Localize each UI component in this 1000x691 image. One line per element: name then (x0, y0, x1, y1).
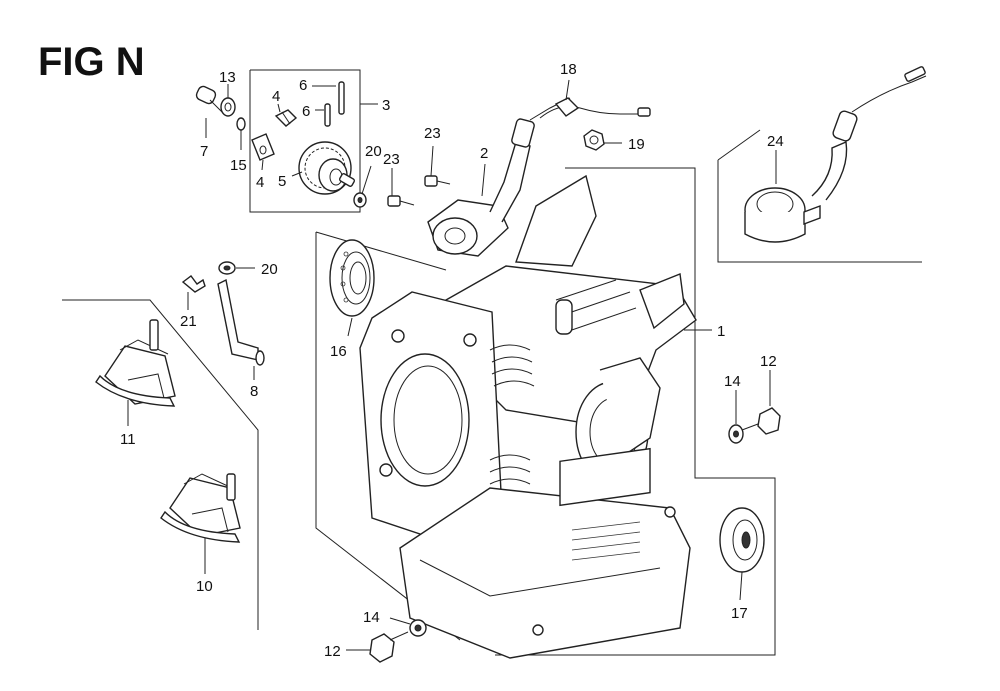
callout-20-upper: 20 (365, 143, 382, 160)
callout-6-lower: 6 (302, 103, 310, 120)
callout-13: 13 (219, 69, 236, 86)
callout-3: 3 (382, 97, 390, 114)
part-16-bearing (329, 239, 375, 317)
part-13-washer (220, 97, 236, 117)
callout-24: 24 (767, 133, 784, 150)
frame-line-top-left (315, 231, 447, 271)
part-7-bolt (195, 85, 223, 113)
oil-pump-group-box (249, 69, 361, 213)
part-12-bolt-right (741, 407, 781, 435)
frame-line-right (495, 167, 776, 656)
callout-8: 8 (250, 383, 258, 400)
part-11-mount (95, 319, 176, 407)
part-4-upper (274, 109, 298, 127)
figure-title: FIG N (38, 40, 145, 84)
part-5-gear (298, 141, 356, 195)
part-8-tube (217, 278, 265, 366)
callout-16: 16 (330, 343, 347, 360)
part-24-switch (744, 66, 927, 243)
callout-11: 11 (120, 431, 136, 448)
part-23-bolt-upper (424, 175, 451, 187)
callout-7: 7 (200, 143, 208, 160)
callout-18: 18 (560, 61, 577, 78)
callout-4-lower: 4 (256, 174, 264, 191)
callout-14-right: 14 (724, 373, 741, 390)
part-20-washer-upper (353, 192, 367, 208)
switch-box-diagonal (717, 129, 761, 161)
callout-10: 10 (196, 578, 213, 595)
part-10-mount (160, 473, 241, 543)
callout-23-lower: 23 (383, 151, 400, 168)
callout-17: 17 (731, 605, 748, 622)
callout-20-lower: 20 (261, 261, 278, 278)
part-20-washer-lower (218, 261, 236, 275)
callout-5: 5 (278, 173, 286, 190)
part-12-bolt-bottom (369, 631, 409, 663)
part-4-lower (251, 133, 275, 161)
callout-labels: 13 7 15 4 4 5 6 6 3 20 23 23 2 18 19 24 … (120, 61, 784, 660)
callout-15: 15 (230, 157, 247, 174)
part-1-crankcase (359, 174, 697, 659)
part-17-seal (719, 507, 765, 573)
part-2-oil-switch (427, 97, 571, 257)
callout-23-upper: 23 (424, 125, 441, 142)
callout-14-bottom: 14 (363, 609, 380, 626)
callout-12-bottom: 12 (324, 643, 341, 660)
mount-frame-line (62, 299, 259, 630)
part-14-washer-right (728, 424, 744, 444)
callout-2: 2 (480, 145, 488, 162)
part-23-bolt-lower (387, 195, 415, 207)
callout-19: 19 (628, 136, 645, 153)
callout-6-upper: 6 (299, 77, 307, 94)
switch-box-frame (717, 160, 922, 263)
part-19-nut (583, 129, 605, 151)
callout-4-upper: 4 (272, 88, 280, 105)
callout-1: 1 (717, 323, 725, 340)
part-15-pin (236, 117, 246, 131)
part-14-washer-bottom (409, 619, 427, 637)
part-18-wire (539, 97, 651, 119)
leader-lines (127, 79, 777, 651)
part-6-pins (324, 81, 345, 127)
callout-21: 21 (180, 313, 197, 330)
callout-12-right: 12 (760, 353, 777, 370)
part-21-clip (181, 275, 206, 293)
